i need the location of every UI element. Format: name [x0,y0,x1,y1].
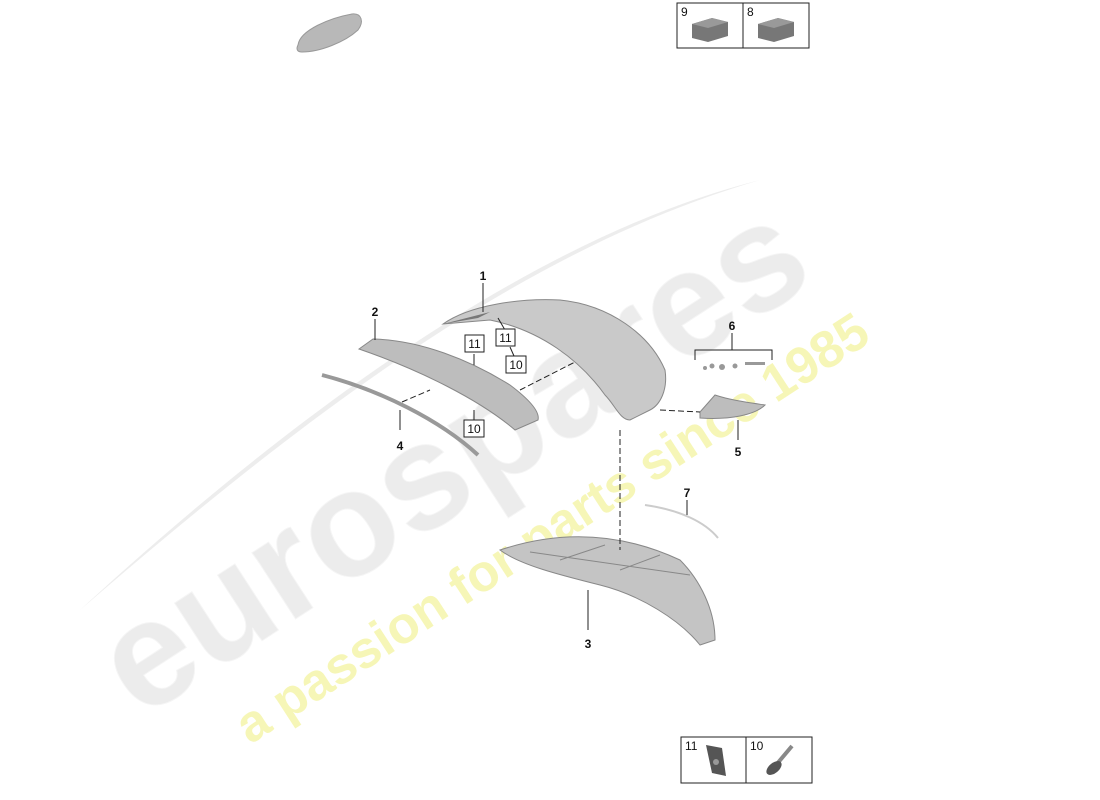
screw-icon [766,744,794,775]
callout-box-11-upper: 11 [495,328,516,347]
part-4-seal-strip [321,373,480,457]
callout-1: 1 [480,269,487,283]
legend-top: 9 8 [676,2,810,49]
svg-text:11: 11 [499,331,512,345]
legend-item-9-number: 9 [681,5,688,19]
legend-item-10-number: 10 [750,739,764,753]
clip-nut-icon [706,745,726,776]
callout-box-11-lower: 11 [464,334,485,353]
callout-4: 4 [397,439,404,453]
watermark: eurospares a passion for parts since 198… [65,165,879,755]
part-7-seal [644,504,719,539]
callout-3: 3 [585,637,592,651]
part-2-spoiler-panel [357,338,539,431]
part-5-end-cap [699,394,767,419]
legend-item-11-number: 11 [685,739,698,753]
callout-7: 7 [684,486,691,500]
callout-6: 6 [729,319,736,333]
watermark-brand: eurospares [66,165,836,746]
callout-2: 2 [372,305,379,319]
legend-bottom: 11 10 [680,736,813,784]
callout-box-10-lower: 10 [463,419,485,438]
part-3-underbody-frame [498,536,716,646]
svg-text:10: 10 [467,422,481,436]
car-thumbnail-icon [296,13,362,53]
part-1-spoiler [441,299,667,421]
part-6-hardware-kit [703,362,765,370]
kit-box-icon [758,18,794,42]
kit-box-icon [692,18,728,42]
svg-text:10: 10 [509,358,523,372]
callout-5: 5 [735,445,742,459]
svg-text:11: 11 [468,337,481,351]
leader-lines [374,283,773,630]
callout-box-10-upper: 10 [505,355,527,374]
legend-item-8-number: 8 [747,5,754,19]
